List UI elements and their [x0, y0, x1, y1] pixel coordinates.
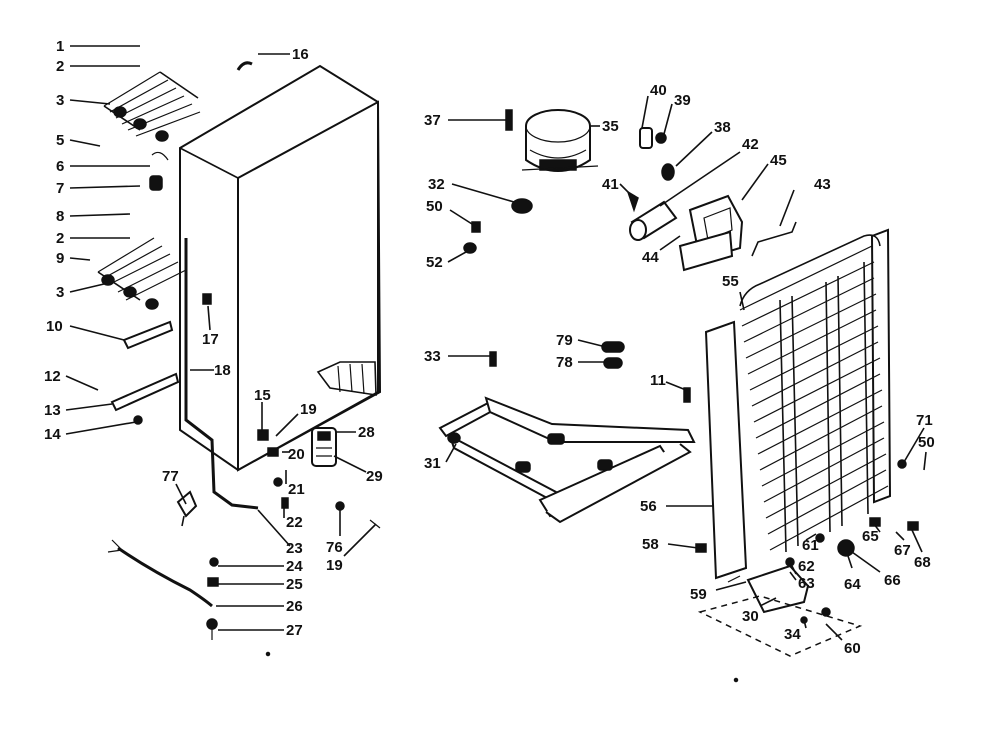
label-44: 44: [642, 249, 659, 266]
relay-overload: [626, 127, 797, 272]
label-50: 50: [426, 198, 443, 215]
lower-evaporator-coils: [97, 237, 187, 425]
label-34: 34: [784, 626, 801, 643]
label-63: 63: [798, 575, 815, 592]
label-59: 59: [690, 586, 707, 603]
label-22: 22: [286, 514, 303, 531]
label-5: 5: [56, 132, 64, 149]
label-67: 67: [894, 542, 911, 559]
label-14: 14: [44, 426, 61, 443]
label-64: 64: [844, 576, 861, 593]
label-10: 10: [46, 318, 63, 335]
label-17: 17: [202, 331, 219, 348]
label-28: 28: [358, 424, 375, 441]
label-7: 7: [56, 180, 64, 197]
label-30: 30: [742, 608, 759, 625]
label-19b: 19: [326, 557, 343, 574]
label-60: 60: [844, 640, 861, 657]
label-40: 40: [650, 82, 667, 99]
small-left-parts: [107, 61, 381, 640]
label-8: 8: [56, 208, 64, 225]
label-9: 9: [56, 250, 64, 267]
label-6: 6: [56, 158, 64, 175]
label-52: 52: [426, 254, 443, 271]
label-24: 24: [286, 558, 303, 575]
label-11: 11: [650, 372, 666, 389]
cabinet: [179, 64, 382, 510]
label-1: 1: [56, 38, 64, 55]
label-3b: 3: [56, 284, 64, 301]
label-32: 32: [428, 176, 445, 193]
label-26: 26: [286, 598, 303, 615]
label-43: 43: [814, 176, 831, 193]
upper-evaporator-coils: [103, 71, 201, 191]
label-39: 39: [674, 92, 691, 109]
label-15: 15: [254, 387, 271, 404]
label-56: 56: [640, 498, 657, 515]
label-20: 20: [288, 446, 305, 463]
label-23: 23: [286, 540, 303, 557]
label-33: 33: [424, 348, 441, 365]
label-71: 71: [916, 412, 933, 429]
condenser: [695, 228, 919, 657]
label-79: 79: [556, 332, 573, 349]
label-61: 61: [802, 537, 819, 554]
label-29: 29: [366, 468, 383, 485]
label-12: 12: [44, 368, 61, 385]
label-76: 76: [326, 539, 343, 556]
label-66: 66: [884, 572, 901, 589]
label-65: 65: [862, 528, 879, 545]
label-50b: 50: [918, 434, 935, 451]
label-42: 42: [742, 136, 759, 153]
label-37: 37: [424, 112, 441, 129]
label-55: 55: [722, 273, 739, 290]
label-16: 16: [292, 46, 309, 63]
label-2: 2: [56, 58, 64, 75]
label-35: 35: [602, 118, 619, 135]
compressor: [463, 109, 599, 254]
label-18: 18: [214, 362, 231, 379]
label-13: 13: [44, 402, 61, 419]
leader-lines: [65, 45, 927, 641]
label-77: 77: [162, 468, 179, 485]
label-25: 25: [286, 576, 303, 593]
label-41: 41: [602, 176, 619, 193]
label-68: 68: [914, 554, 931, 571]
label-21: 21: [288, 481, 305, 498]
label-31: 31: [424, 455, 441, 472]
compressor-base: [438, 341, 696, 524]
label-3: 3: [56, 92, 64, 109]
label-62: 62: [798, 558, 815, 575]
label-58: 58: [642, 536, 659, 553]
label-45: 45: [770, 152, 787, 169]
label-19: 19: [300, 401, 317, 418]
label-78: 78: [556, 354, 573, 371]
label-38: 38: [714, 119, 731, 136]
part-number-labels: 1 2 3 5 6 7 8 2 9 3 10 12 13 14 16 17 18…: [44, 38, 935, 657]
label-27: 27: [286, 622, 303, 639]
label-2b: 2: [56, 230, 64, 247]
